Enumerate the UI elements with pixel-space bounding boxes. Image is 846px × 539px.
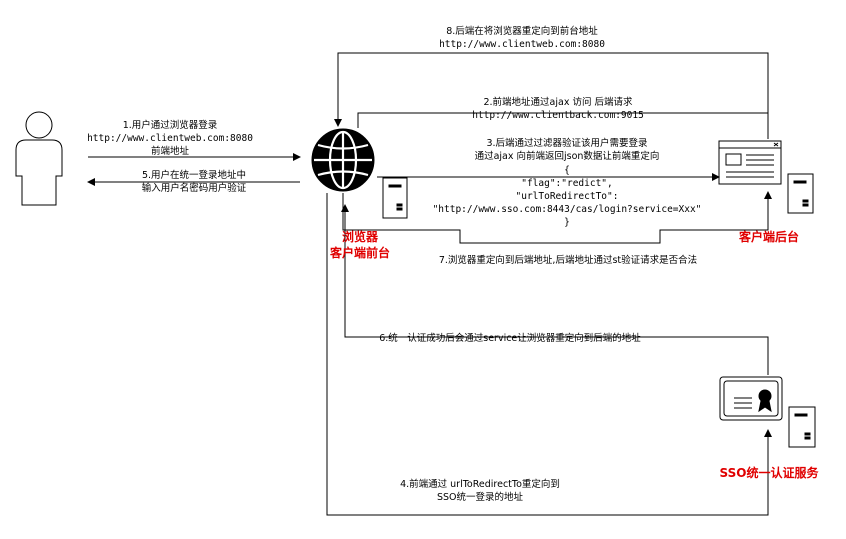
step3-line4: "flag":"redict", [521,178,613,189]
sso-service-label: SSO统一认证服务 [720,465,820,480]
step3-line1: 3.后端通过过滤器验证该用户需要登录 [486,137,648,149]
step7-label: 7.浏览器重定向到后端地址,后端地址通过st验证请求是否合法 [439,254,697,266]
sso-server-icon [788,406,816,448]
step3-line5: "urlToRedirectTo": [516,191,619,202]
arrow-step-4 [326,193,772,516]
browser-label: 浏览器 [342,229,379,244]
certificate-icon [719,376,783,421]
user-icon [15,111,63,206]
client-frontend-label: 客户端前台 [329,245,390,260]
step3-line3: { [564,165,570,176]
globe-icon [311,128,375,192]
arrow-step-8 [334,52,769,139]
step1-line3: 前端地址 [151,145,190,157]
step3-line2: 通过ajax 向前端返回json数据让前端重定向 [475,150,660,162]
backend-window-icon [718,140,782,185]
step4-line2: SSO统一登录的地址 [437,491,524,503]
backend-server-icon [787,173,814,214]
step6-label: 6.统一认证成功后会通过service让浏览器重定向到后端的地址 [379,332,641,344]
step1-line2: http://www.clientweb.com:8080 [87,133,253,144]
client-backend-label: 客户端后台 [738,229,799,244]
step2-line2: http://www.clientback.com:9015 [472,110,644,121]
step5-line1: 5.用户在统一登录地址中 [142,169,246,181]
frontend-server-icon [382,177,408,219]
arrow-step-2 [357,112,769,139]
step5-line2: 输入用户名密码用户验证 [142,182,247,194]
step2-line1: 2.前端地址通过ajax 访问 后端请求 [483,96,633,108]
step8-line1: 8.后端在将浏览器重定向到前台地址 [446,25,598,37]
arrow-step-7 [342,191,772,244]
step3-line6: "http://www.sso.com:8443/cas/login?servi… [433,204,702,215]
step4-line1: 4.前端通过 urlToRedirectTo重定向到 [400,478,560,490]
step3-line7: } [564,217,570,228]
step1-line1: 1.用户通过浏览器登录 [123,119,218,131]
step8-line2: http://www.clientweb.com:8080 [439,39,605,50]
arrow-step-6 [341,204,769,375]
